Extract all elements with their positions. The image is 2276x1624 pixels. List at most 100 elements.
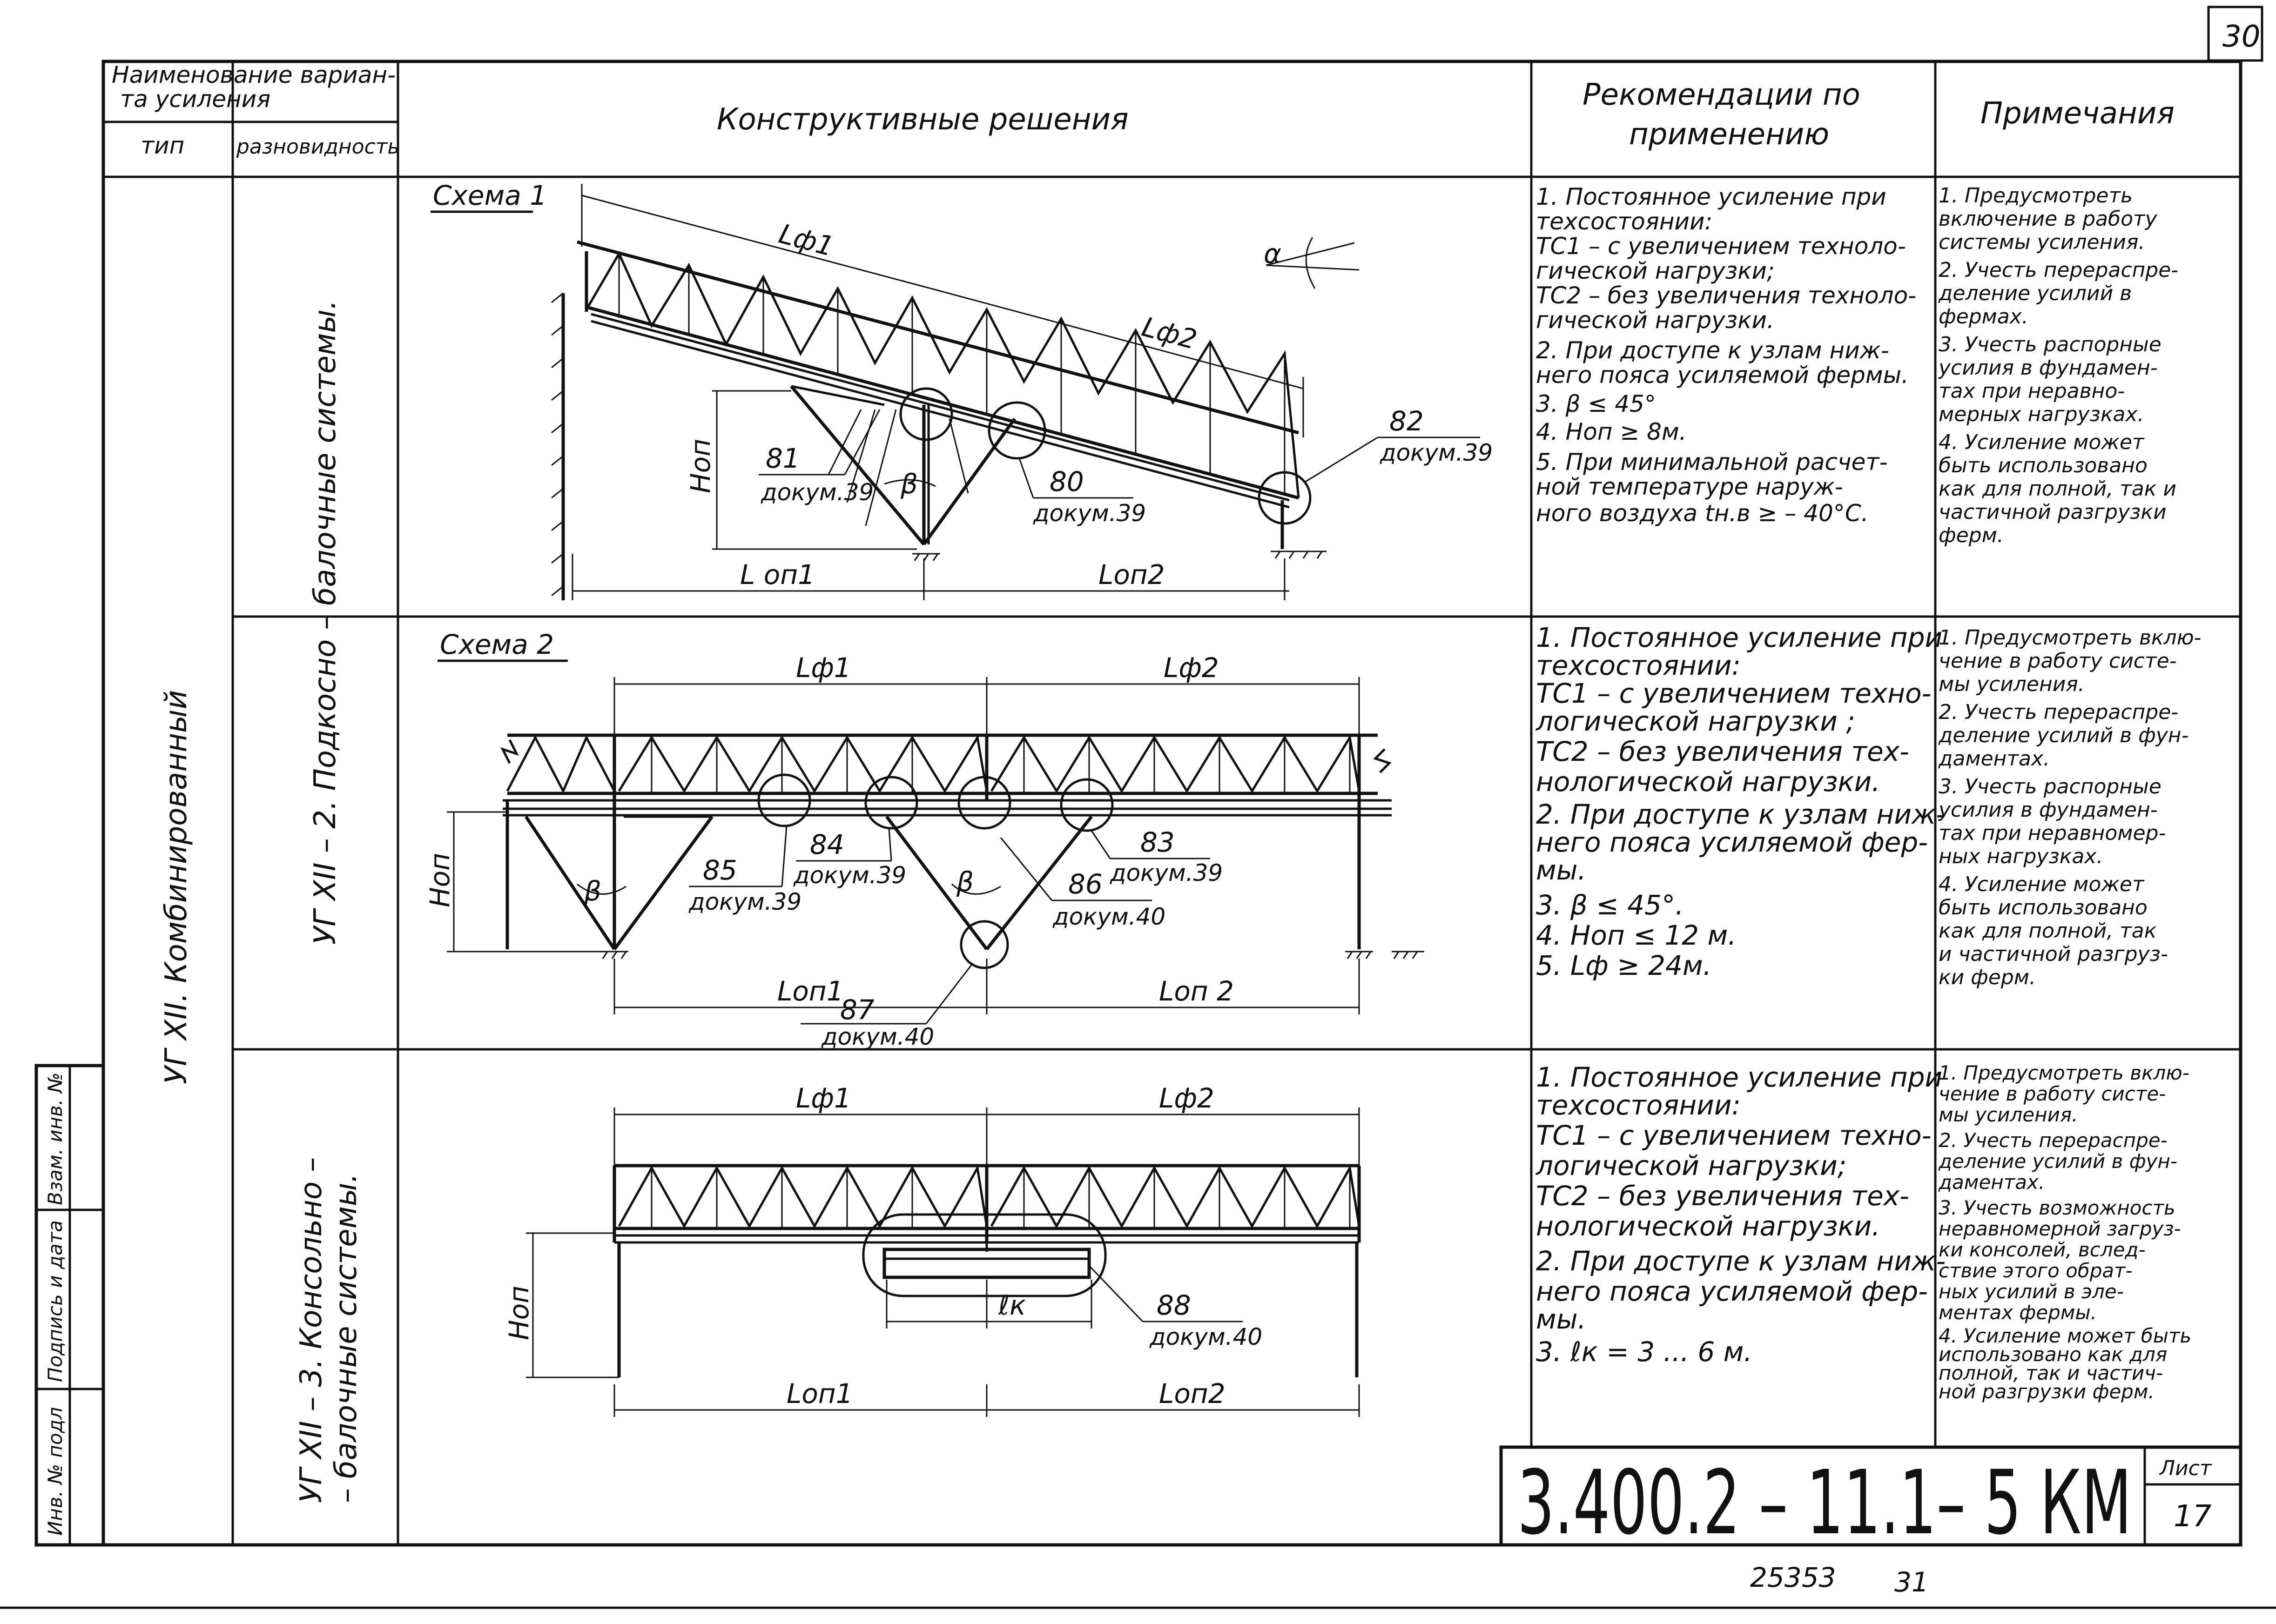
header-variant-name-1: Наименование вариан- bbox=[112, 61, 396, 88]
rec-1-line: него пояса усиляемой фермы. bbox=[1536, 362, 1909, 389]
s2-callout-86-doc: докум.40 bbox=[1052, 903, 1165, 930]
note-1-line: 1. Предусмотреть bbox=[1939, 184, 2133, 208]
note-1-line: как для полной, так и bbox=[1939, 477, 2176, 501]
s2-lop2: Lоп 2 bbox=[1159, 975, 1234, 1007]
s2-lf1: Lф1 bbox=[796, 652, 851, 684]
rec-1-line: ной температуре наруж- bbox=[1536, 473, 1843, 500]
kind-label-2: УГ XII – 2. Подкосно – балочные системы. bbox=[308, 300, 343, 945]
header-recommendations-2: применению bbox=[1629, 117, 1829, 152]
note-3-line: деление усилий в фун- bbox=[1938, 1150, 2177, 1173]
note-1-line: тах при неравно- bbox=[1939, 379, 2125, 403]
rec-3-line: мы. bbox=[1536, 1303, 1586, 1335]
s2-callout-87-doc: докум.40 bbox=[821, 1023, 934, 1050]
sheet-number: 17 bbox=[2174, 1499, 2212, 1534]
s3-lk: ℓк bbox=[998, 1289, 1026, 1321]
s1-beta: β bbox=[900, 468, 918, 500]
rec-1-line: 5. При минимальной расчет- bbox=[1536, 449, 1888, 476]
note-3-line: ных усилий в эле- bbox=[1939, 1280, 2124, 1303]
s2-callout-86-num: 86 bbox=[1068, 868, 1103, 900]
stamp-inv-label: Инв. № подл bbox=[44, 1407, 67, 1536]
s2-beta-1: β bbox=[584, 875, 601, 907]
scheme-1-title: Схема 1 bbox=[433, 180, 547, 211]
s1-hop: Hоп bbox=[685, 439, 716, 493]
notes-3: 1. Предусмотреть вклю- чение в работу си… bbox=[1938, 1061, 2191, 1403]
note-3-line: даментах. bbox=[1938, 1171, 2045, 1194]
page-number-box: 30 bbox=[2207, 6, 2263, 62]
rec-1-line: гической нагрузки; bbox=[1536, 257, 1775, 284]
note-3-line: 2. Учесть перераспре- bbox=[1939, 1129, 2168, 1152]
note-2-line: ки ферм. bbox=[1939, 966, 2036, 989]
note-3-line: ствие этого обрат- bbox=[1939, 1259, 2133, 1282]
header-type: тип bbox=[141, 132, 184, 159]
note-1-line: системы усиления. bbox=[1939, 230, 2145, 254]
s1-lop2: Lоп2 bbox=[1098, 559, 1165, 591]
rec-3-line: ТС1 – с увеличением техно- bbox=[1536, 1120, 1932, 1151]
kind-label-3-line1: УГ XII – 3. Консольно – bbox=[294, 1157, 329, 1503]
rec-2-line: логической нагрузки ; bbox=[1535, 705, 1855, 737]
rec-3-line: ТС2 – без увеличения тех- bbox=[1536, 1180, 1909, 1212]
main-frame bbox=[0, 60, 2276, 1609]
s2-callout-83-doc: докум.39 bbox=[1110, 859, 1223, 886]
recommendations-1: 1. Постоянное усиление при техсостоянии:… bbox=[1536, 183, 1916, 527]
rec-2-line: 4. Hоп ≤ 12 м. bbox=[1536, 919, 1737, 951]
rec-3-line: него пояса усиляемой фер- bbox=[1536, 1275, 1928, 1307]
stamp-sign-label: Подпись и дата bbox=[44, 1220, 67, 1382]
s1-callout-82-doc: докум.39 bbox=[1380, 439, 1493, 466]
note-2-line: даментах. bbox=[1938, 747, 2050, 771]
s3-lop2: Lоп2 bbox=[1159, 1378, 1226, 1409]
s2-callout-84-doc: докум.39 bbox=[793, 862, 906, 889]
header-recommendations-1: Рекомендации по bbox=[1582, 78, 1860, 112]
note-2-line: тах при неравномер- bbox=[1939, 821, 2166, 845]
s2-hop: Hоп bbox=[424, 853, 456, 907]
rec-1-line: ТС2 – без увеличения техноло- bbox=[1536, 282, 1916, 309]
note-3-line: чение в работу систе- bbox=[1939, 1082, 2166, 1105]
note-2-line: мы усиления. bbox=[1939, 672, 2085, 696]
s3-lf2: Lф2 bbox=[1159, 1082, 1214, 1114]
sheet-label: Лист bbox=[2159, 1456, 2212, 1480]
inventory-number: 25353 bbox=[1750, 1562, 1836, 1593]
note-2-line: 1. Предусмотреть вклю- bbox=[1939, 626, 2202, 650]
note-2-line: деление усилий в фун- bbox=[1938, 724, 2188, 747]
note-3-line: 4. Усиление может быть bbox=[1939, 1324, 2191, 1347]
note-2-line: чение в работу систе- bbox=[1939, 649, 2177, 673]
note-1-line: ферм. bbox=[1939, 523, 2004, 547]
s3-lf1: Lф1 bbox=[796, 1082, 851, 1114]
s1-callout-81-doc: докум.39 bbox=[761, 479, 874, 506]
s2-callout-84-num: 84 bbox=[810, 829, 844, 860]
rec-2-line: нологической нагрузки. bbox=[1536, 766, 1880, 798]
note-2-line: усилия в фундамен- bbox=[1938, 798, 2158, 822]
s2-beta-2: β bbox=[956, 866, 974, 898]
note-3-line: мы усиления. bbox=[1939, 1103, 2078, 1126]
rec-2-line: него пояса усиляемой фер- bbox=[1536, 826, 1928, 858]
s1-lop1: L оп1 bbox=[740, 559, 815, 591]
note-2-line: как для полной, так bbox=[1939, 919, 2157, 943]
rec-2-line: 5. Lф ≥ 24м. bbox=[1536, 950, 1711, 981]
note-3-line: 1. Предусмотреть вклю- bbox=[1939, 1061, 2189, 1084]
rec-1-line: 2. При доступе к узлам ниж- bbox=[1536, 337, 1889, 364]
rec-2-line: 3. β ≤ 45°. bbox=[1536, 889, 1684, 921]
note-1-line: 3. Учесть распорные bbox=[1939, 333, 2162, 356]
header-solutions: Конструктивные решения bbox=[717, 102, 1129, 137]
scheme-2-drawing: Схема 2 bbox=[424, 629, 1424, 1050]
rec-2-line: техсостоянии: bbox=[1536, 650, 1741, 681]
s3-callout-88-num: 88 bbox=[1157, 1289, 1191, 1321]
rec-3-line: логической нагрузки; bbox=[1535, 1150, 1846, 1181]
scheme-2-title: Схема 2 bbox=[440, 629, 554, 660]
recommendations-3: 1. Постоянное усиление при техсостоянии:… bbox=[1535, 1061, 1946, 1368]
s3-lop1: Lоп1 bbox=[787, 1378, 853, 1409]
note-3-line: ментах фермы. bbox=[1939, 1301, 2097, 1324]
rec-3-line: нологической нагрузки. bbox=[1536, 1210, 1880, 1242]
recommendations-2: 1. Постоянное усиление при техсостоянии:… bbox=[1535, 622, 1946, 981]
document-code: 3.400.2 – 11.1– 5 КМ bbox=[1517, 1451, 2132, 1554]
kind-label-3-line2: – балочные системы. bbox=[329, 1173, 364, 1503]
s1-callout-82-num: 82 bbox=[1389, 405, 1424, 437]
note-3-line: полной, так и частич- bbox=[1939, 1362, 2163, 1384]
header-kind: разновидность bbox=[236, 135, 399, 159]
notes-2: 1. Предусмотреть вклю- чение в работу си… bbox=[1938, 626, 2202, 989]
rec-1-line: 3. β ≤ 45° bbox=[1536, 390, 1656, 417]
rec-1-line: техсостоянии: bbox=[1536, 208, 1712, 235]
note-3-line: 3. Учесть возможность bbox=[1939, 1196, 2175, 1219]
note-1-line: быть использовано bbox=[1939, 454, 2148, 477]
s1-callout-80-doc: докум.39 bbox=[1033, 500, 1146, 527]
